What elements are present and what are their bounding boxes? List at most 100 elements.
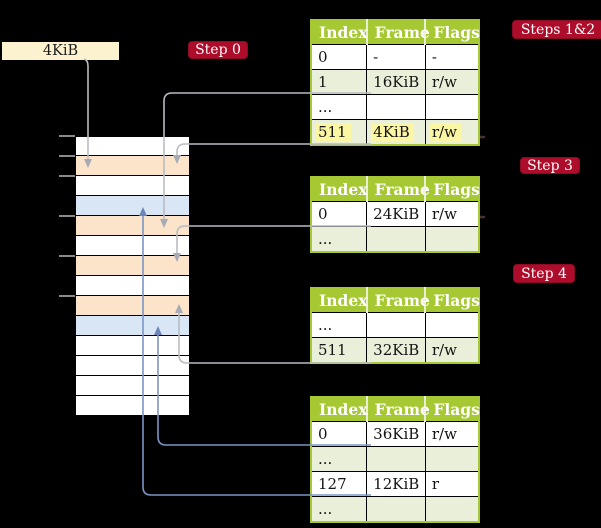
table-row: 0 24KiB r/w — [311, 201, 479, 227]
badge-step0-label: Step 0 — [195, 42, 241, 58]
table-row: 0 36KiB r/w — [311, 421, 479, 447]
cell-frame — [366, 496, 426, 523]
column-header-index: Index — [311, 177, 368, 202]
badge-step0: Step 0 — [188, 41, 248, 59]
page-table-step4-upper: Index Frame Flags ... 511 32KiB r/w — [310, 287, 480, 364]
cell-flags — [425, 446, 479, 472]
badge-step3: Step 3 — [520, 157, 580, 174]
cell-index: ... — [311, 312, 368, 338]
memory-tick — [59, 175, 75, 177]
column-header-index: Index — [311, 397, 368, 422]
memory-row-white — [75, 176, 190, 196]
memory-tick — [59, 295, 75, 297]
memory-row-white — [75, 376, 190, 396]
cell-flags: r — [425, 471, 479, 497]
table-row: ... — [311, 496, 479, 523]
memory-tick — [59, 215, 75, 217]
column-header-frame: Frame — [366, 288, 430, 313]
column-header-frame: Frame — [366, 20, 430, 45]
cell-frame: 36KiB — [366, 421, 426, 447]
memory-row-orange — [75, 216, 190, 236]
table-row: ... — [311, 226, 479, 253]
memory-row-orange — [75, 296, 190, 316]
column-header-index: Index — [311, 288, 368, 313]
cell-index: 127 — [311, 471, 368, 497]
highlight: r/w — [429, 123, 461, 142]
badge-step4-label: Step 4 — [521, 265, 567, 282]
header-row: Index Frame Flags — [311, 20, 480, 45]
cell-flags — [425, 94, 479, 120]
cell-frame: 12KiB — [366, 471, 426, 497]
memory-row-orange — [75, 256, 190, 276]
cell-frame — [366, 446, 426, 472]
cell-frame: - — [366, 44, 426, 70]
table-row: 0 - - — [311, 44, 479, 70]
badge-steps-1-and-2: Steps 1&2 — [512, 20, 601, 39]
cell-flags: r/w — [425, 119, 479, 146]
column-header-frame: Frame — [366, 397, 430, 422]
memory-row-white — [75, 276, 190, 296]
header-row: Index Frame Flags — [311, 397, 480, 422]
page-table-step3: Index Frame Flags 0 24KiB r/w ... — [310, 176, 480, 253]
cell-index: 0 — [311, 421, 368, 447]
memory-tick — [59, 155, 75, 157]
cell-frame — [366, 94, 426, 120]
cell-index: ... — [311, 496, 368, 523]
memory-stack — [75, 136, 190, 416]
cell-flags: r/w — [425, 421, 479, 447]
memory-row-white — [75, 136, 190, 156]
table-row: ... — [311, 312, 479, 338]
memory-tick — [59, 135, 75, 137]
table-row: ... — [311, 446, 479, 472]
table-row-highlighted: 511 4KiB r/w — [311, 119, 479, 146]
memory-row-white — [75, 396, 190, 416]
table-row: 127 12KiB r — [311, 471, 479, 497]
cell-flags: r/w — [425, 201, 479, 227]
cell-index: ... — [311, 226, 368, 253]
cell-flags — [425, 226, 479, 253]
highlight: 511 — [316, 123, 351, 142]
cell-index: ... — [311, 94, 368, 120]
header-row: Index Frame Flags — [311, 177, 480, 202]
badge-steps-1-and-2-label: Steps 1&2 — [520, 21, 596, 38]
badge-step4: Step 4 — [513, 264, 575, 283]
cell-index: 1 — [311, 69, 368, 95]
cell-flags — [425, 312, 479, 338]
column-header-index: Index — [311, 20, 368, 45]
cell-flags: r/w — [425, 337, 479, 364]
cell-frame — [366, 312, 426, 338]
cell-index: 511 — [311, 119, 368, 146]
cell-frame: 32KiB — [366, 337, 426, 364]
memory-tick — [59, 255, 75, 257]
cell-index: 511 — [311, 337, 368, 364]
cell-frame: 24KiB — [366, 201, 426, 227]
badge-step3-label: Step 3 — [527, 157, 573, 174]
column-header-flags: Flags — [425, 397, 480, 422]
table-row: 1 16KiB r/w — [311, 69, 479, 95]
page-table-steps12: Index Frame Flags 0 - - 1 16KiB r/w ... — [310, 19, 480, 146]
table-row: ... — [311, 94, 479, 120]
column-header-flags: Flags — [425, 177, 480, 202]
memory-row-white — [75, 336, 190, 356]
memory-row-blue — [75, 196, 190, 216]
memory-row-white — [75, 236, 190, 256]
cell-flags — [425, 496, 479, 523]
cell-frame — [366, 226, 426, 253]
cell-flags: r/w — [425, 69, 479, 95]
memory-row-orange — [75, 156, 190, 176]
column-header-flags: Flags — [425, 20, 480, 45]
column-header-flags: Flags — [425, 288, 480, 313]
cell-flags: - — [425, 44, 479, 70]
cell-frame: 4KiB — [366, 119, 426, 146]
cell-index: ... — [311, 446, 368, 472]
memory-row-white — [75, 356, 190, 376]
cell-index: 0 — [311, 44, 368, 70]
memory-row-blue — [75, 316, 190, 336]
header-row: Index Frame Flags — [311, 288, 480, 313]
column-header-frame: Frame — [366, 177, 430, 202]
table-row: 511 32KiB r/w — [311, 337, 479, 364]
highlight: 4KiB — [371, 123, 414, 142]
cell-index: 0 — [311, 201, 368, 227]
frame-size-label-text: 4KiB — [42, 43, 79, 59]
